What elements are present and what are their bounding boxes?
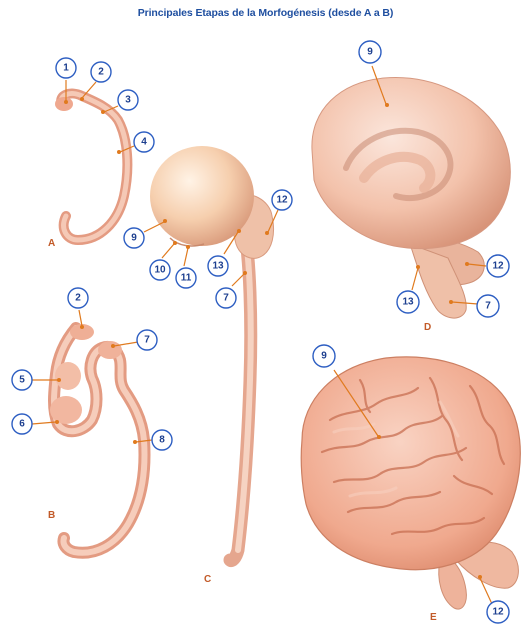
stage-c-letter: C <box>204 574 211 585</box>
label-c-9: 9 <box>124 228 144 248</box>
svg-text:A: A <box>48 238 55 249</box>
svg-text:2: 2 <box>98 67 104 78</box>
svg-text:1: 1 <box>63 63 69 74</box>
label-b-6: 6 <box>12 414 32 434</box>
svg-text:9: 9 <box>321 351 327 362</box>
stage-c-embryo <box>150 146 274 561</box>
svg-text:7: 7 <box>144 335 150 346</box>
label-a-2: 2 <box>91 62 111 82</box>
stage-a-letter: A <box>48 238 55 249</box>
stage-b-embryo <box>50 324 144 553</box>
svg-text:5: 5 <box>19 375 25 386</box>
label-d-9: 9 <box>359 41 381 63</box>
label-b-7: 7 <box>137 330 157 350</box>
svg-text:10: 10 <box>154 265 166 276</box>
stage-e-letter: E <box>430 612 437 623</box>
svg-text:6: 6 <box>19 419 25 430</box>
svg-text:B: B <box>48 510 55 521</box>
stage-b-letter: B <box>48 510 55 521</box>
svg-text:12: 12 <box>492 607 504 618</box>
svg-text:9: 9 <box>367 47 373 58</box>
svg-text:2: 2 <box>75 293 81 304</box>
svg-text:12: 12 <box>492 261 504 272</box>
stage-e-brain <box>301 357 520 609</box>
label-e-12: 12 <box>487 601 509 623</box>
svg-text:12: 12 <box>276 195 288 206</box>
svg-text:13: 13 <box>212 261 224 272</box>
label-c-10: 10 <box>150 260 170 280</box>
svg-text:7: 7 <box>223 293 229 304</box>
stage-d-letter: D <box>424 322 431 333</box>
stage-a-embryo <box>55 94 127 240</box>
svg-text:D: D <box>424 322 431 333</box>
label-b-8: 8 <box>152 430 172 450</box>
label-a-3: 3 <box>118 90 138 110</box>
label-c-13: 13 <box>208 256 228 276</box>
label-d-12: 12 <box>487 255 509 277</box>
svg-text:11: 11 <box>181 273 192 284</box>
label-e-9: 9 <box>313 345 335 367</box>
label-d-13: 13 <box>397 291 419 313</box>
stage-d-brain <box>312 78 510 319</box>
svg-text:C: C <box>204 574 211 585</box>
svg-text:3: 3 <box>125 95 131 106</box>
svg-text:4: 4 <box>141 137 147 148</box>
label-b-2: 2 <box>68 288 88 308</box>
label-a-4: 4 <box>134 132 154 152</box>
label-c-12: 12 <box>272 190 292 210</box>
label-c-11: 11 <box>176 268 196 288</box>
svg-text:8: 8 <box>159 435 165 446</box>
label-b-5: 5 <box>12 370 32 390</box>
label-d-7: 7 <box>477 295 499 317</box>
svg-text:E: E <box>430 612 437 623</box>
label-a-1: 1 <box>56 58 76 78</box>
svg-text:13: 13 <box>402 297 414 308</box>
svg-text:9: 9 <box>131 233 137 244</box>
label-c-7: 7 <box>216 288 236 308</box>
svg-text:7: 7 <box>485 301 491 312</box>
